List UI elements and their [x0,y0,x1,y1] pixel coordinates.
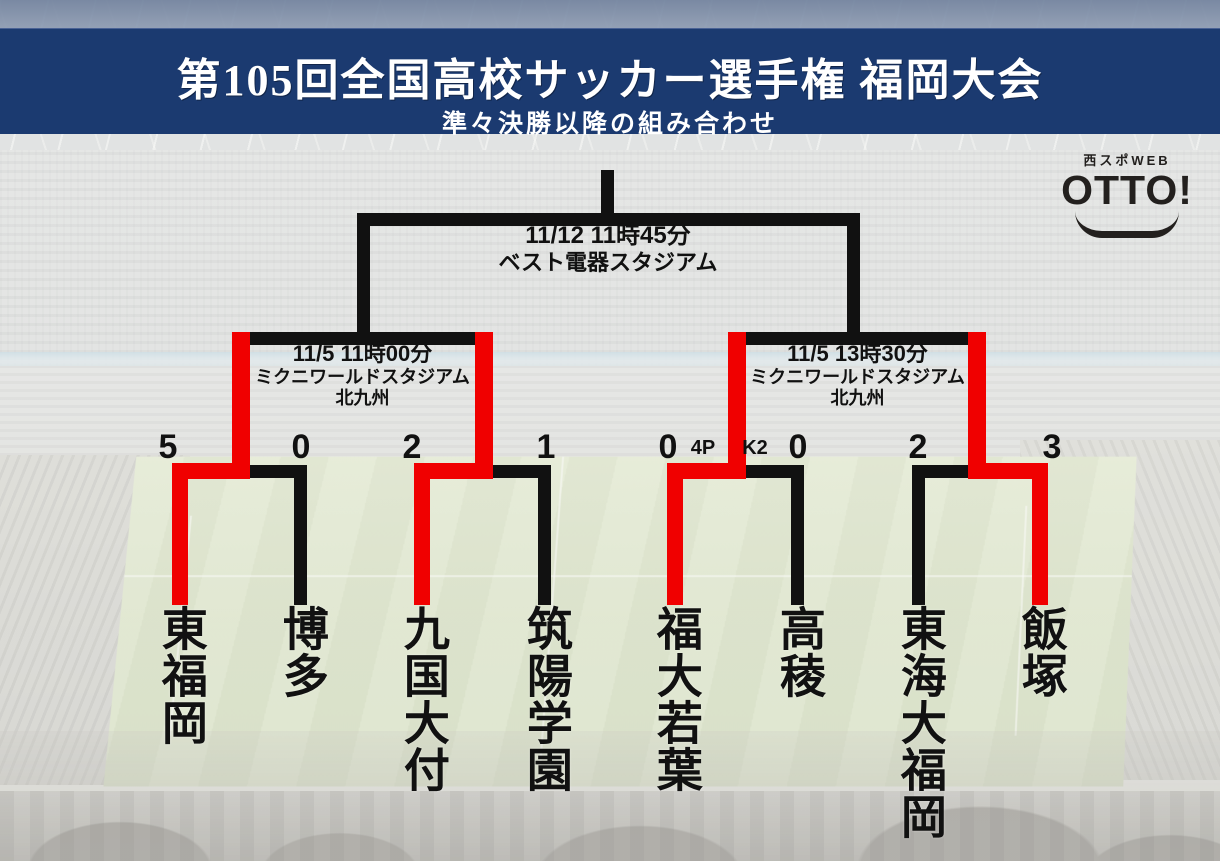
team-fukudai-wakaba: 福大若葉 [650,605,702,793]
qf1-horizontal-bar-loser [250,465,307,478]
semifinal-left-date: 11/5 11時00分 [292,341,433,366]
qf3-right-stem [791,465,804,605]
qf1-left-score: 5 [158,428,178,466]
semifinal-right-label: 11/5 13時30分 ミクニワールドスタジアム 北九州 [740,341,975,409]
semifinal-left-venue2: 北九州 [335,388,390,409]
semifinal-right-venue: ミクニワールドスタジアム [750,366,965,387]
title-banner: 第105回全国高校サッカー選手権 福岡大会 準々決勝以降の組み合わせ [0,28,1220,138]
team-kyukokudaifu: 九国大付 [397,605,449,793]
qf3-right-score: 0 [788,428,808,466]
qf3-left-score: 0 [658,428,678,466]
qf2-horizontal-bar-winner [414,463,493,479]
qf3-horizontal-bar-winner [667,463,746,479]
qf4-right-stem [1032,463,1048,605]
logo-supertitle: 西スポWEB [1083,153,1171,168]
champion-stem [601,170,614,220]
qf2-left-score: 2 [402,428,422,466]
qf3-pk-left: 4P [690,437,716,459]
final-match-label: 11/12 11時45分 ベスト電器スタジアム [408,222,808,276]
semifinal-left-venue: ミクニワールドスタジアム [255,366,470,387]
semifinal-right-left-drop [728,332,746,467]
qf4-left-stem [912,465,925,605]
qf3-horizontal-bar-loser [746,465,804,478]
otto-logo: 西スポWEB OTTO! [1052,150,1202,238]
qf4-right-score: 3 [1042,428,1062,466]
semifinal-right-winner-drop [968,332,986,467]
qf2-horizontal-bar-loser [493,465,551,478]
top-strip [0,0,1220,30]
qf2-right-score: 1 [536,428,556,466]
qf1-horizontal-bar-winner [172,463,250,479]
semifinal-left-label: 11/5 11時00分 ミクニワールドスタジアム 北九州 [245,341,480,409]
team-koryo: 高稜 [773,605,825,699]
qf2-left-stem [414,463,430,605]
team-hakata: 博多 [276,605,328,699]
qf1-right-stem [294,465,307,605]
semifinal-right-date: 11/5 13時30分 [787,341,928,366]
qf4-horizontal-bar-winner [968,463,1048,479]
qf4-horizontal-bar-loser [912,465,972,478]
qf3-left-stem [667,463,683,605]
final-venue: ベスト電器スタジアム [498,250,718,276]
semifinal-left-right-drop [475,332,493,467]
semifinal-left-horizontal-bar [232,332,490,345]
logo-wordmark: OTTO! [1061,167,1193,213]
qf1-right-score: 0 [291,428,311,466]
final-horizontal-bar [357,213,860,226]
final-date: 11/12 11時45分 [525,222,691,249]
team-chikuyo-gakuen: 筑陽学園 [520,605,572,793]
smile-icon [1075,211,1179,238]
team-tokaidai-fukuoka: 東海大福岡 [894,605,946,840]
semifinal-right-horizontal-bar [728,332,986,345]
semifinal-left-winner-drop [232,332,250,467]
final-right-drop [847,213,860,338]
qf2-right-stem [538,465,551,605]
final-left-drop [357,213,370,338]
page-title: 第105回全国高校サッカー選手権 福岡大会 [176,56,1044,105]
team-iizuka: 飯塚 [1015,605,1067,699]
qf1-left-stem [172,463,188,605]
team-higashi-fukuoka: 東福岡 [155,605,207,746]
qf3-pk-right: K2 [742,437,768,459]
semifinal-right-venue2: 北九州 [830,388,885,409]
page-subtitle: 準々決勝以降の組み合わせ [441,111,778,138]
qf4-left-score: 2 [908,428,928,466]
